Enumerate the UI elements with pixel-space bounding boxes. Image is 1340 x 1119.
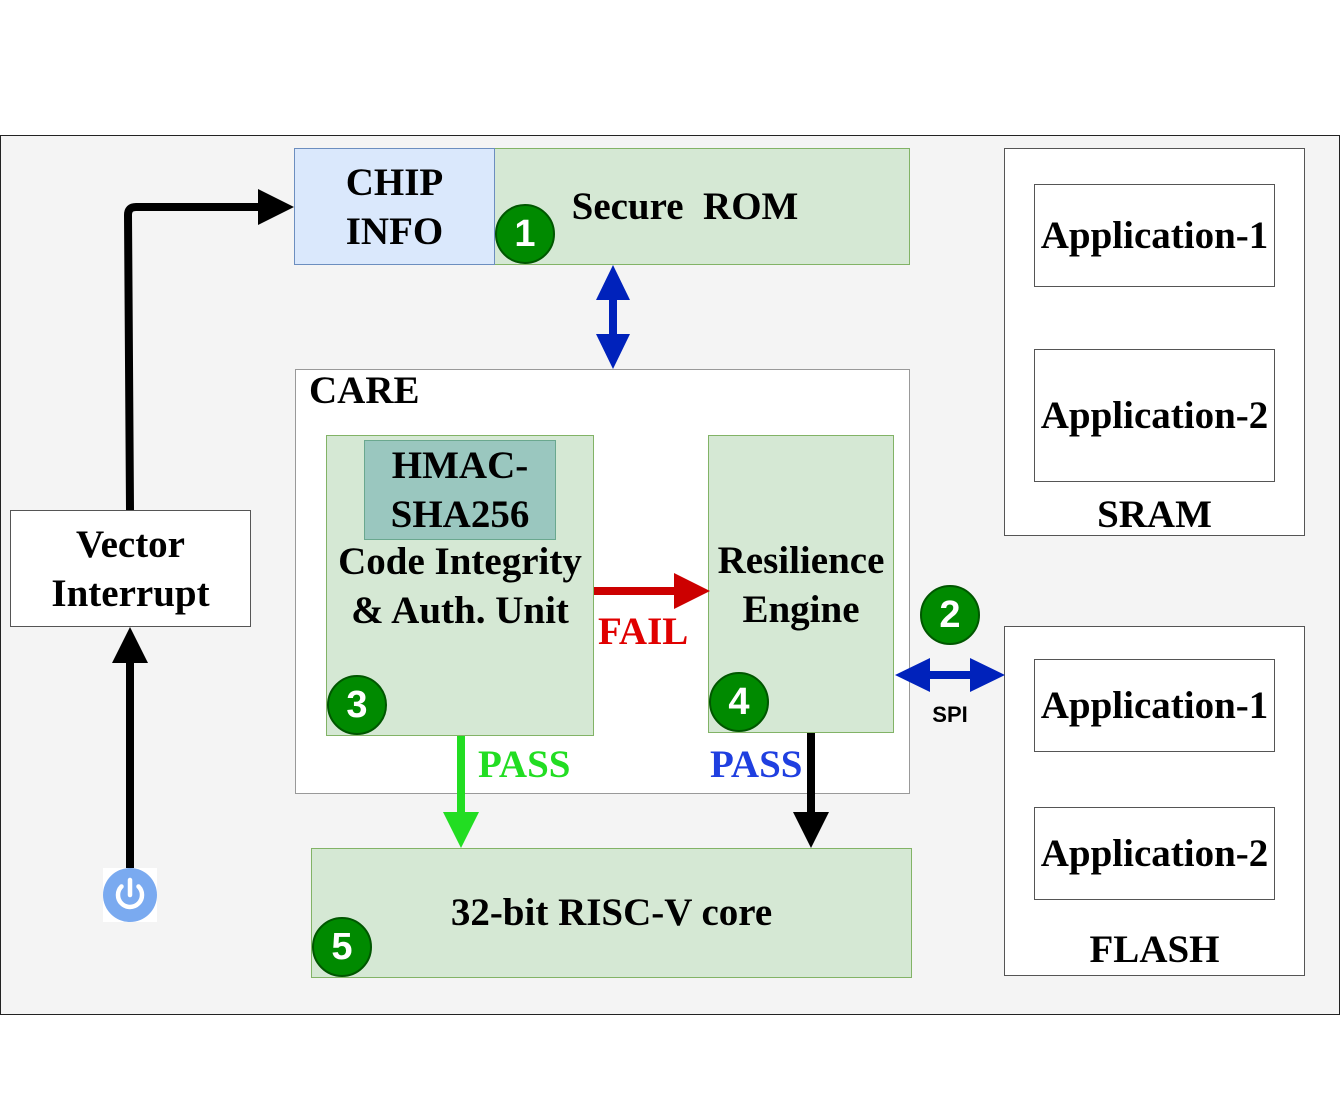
- step-badge-5: 5: [312, 917, 372, 977]
- secure-rom-label: Secure ROM: [571, 185, 799, 228]
- step-badge-2: 2: [920, 585, 980, 645]
- sram-app-1-box: [1034, 184, 1275, 287]
- hmac-block: [364, 440, 556, 540]
- chip-info-line2: INFO: [345, 210, 444, 253]
- flash-app-2-label: Application-2: [1040, 832, 1269, 875]
- step-badge-4: 4: [709, 672, 769, 732]
- sram-app-2-label: Application-2: [1040, 394, 1269, 437]
- pass-black-arrowhead: [793, 812, 829, 848]
- chip-info-block: [294, 148, 495, 265]
- step-badge-3: 3: [327, 675, 387, 735]
- sram-app-1-label: Application-1: [1040, 214, 1269, 257]
- resilience-line2: Engine: [742, 588, 860, 631]
- vector-interrupt-line2: Interrupt: [51, 572, 210, 615]
- flash-app-1-label: Application-1: [1040, 684, 1269, 727]
- care-label: CARE: [309, 369, 420, 412]
- chip-info-line1: CHIP: [345, 161, 444, 204]
- vector-interrupt-block: [10, 510, 251, 627]
- spi-arrowhead-left: [895, 658, 930, 692]
- hmac-line1: HMAC-: [391, 444, 529, 487]
- spi-label: SPI: [932, 702, 968, 727]
- sram-label: SRAM: [1097, 493, 1212, 536]
- riscv-core-block: [311, 848, 912, 978]
- vector-interrupt-line1: Vector: [75, 523, 185, 566]
- spi-arrowhead-right: [970, 658, 1005, 692]
- interrupt-to-chipinfo-arrow: [123, 203, 262, 511]
- interrupt-to-chipinfo-arrowhead: [258, 189, 294, 225]
- pass-green-arrowhead: [443, 812, 479, 848]
- fail-label: FAIL: [598, 610, 689, 653]
- hmac-line2: SHA256: [390, 493, 530, 536]
- pass-label-blue: PASS: [710, 743, 803, 786]
- fail-arrowhead: [674, 573, 710, 609]
- code-integrity-line1: Code Integrity: [338, 540, 582, 583]
- flash-app-2-box: [1034, 807, 1275, 900]
- riscv-core-label: 32-bit RISC-V core: [450, 891, 773, 934]
- flash-app-1-box: [1034, 659, 1275, 752]
- pass-label-green: PASS: [478, 743, 571, 786]
- flash-label: FLASH: [1089, 928, 1220, 971]
- rom-care-arrowhead-down: [596, 334, 630, 369]
- power-icon: [103, 868, 157, 922]
- step-badge-1: 1: [495, 204, 555, 264]
- sram-app-2-box: [1034, 349, 1275, 482]
- code-integrity-line2: & Auth. Unit: [351, 589, 569, 632]
- rom-care-arrowhead-up: [596, 265, 630, 300]
- resilience-line1: Resilience: [717, 539, 885, 582]
- power-to-interrupt-arrowhead: [112, 627, 148, 663]
